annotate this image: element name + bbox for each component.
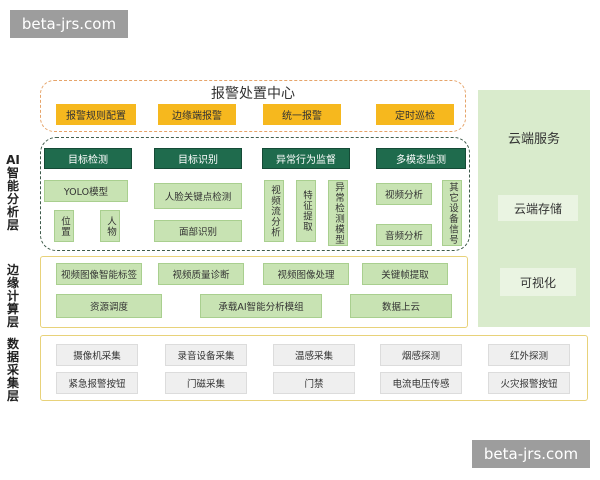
anomaly-detection-model-box: 异常检测模型 [328, 180, 348, 246]
video-smart-tag-box: 视频图像智能标签 [56, 263, 142, 285]
camera-collection-box: 摄像机采集 [56, 344, 138, 366]
object-detection-head: 目标检测 [44, 148, 132, 169]
audio-analysis-box: 音频分析 [376, 224, 432, 246]
other-device-signals-box: 其它设备信号 [442, 180, 462, 246]
watermark-top: beta-jrs.com [10, 10, 128, 38]
resource-scheduling-box: 资源调度 [56, 294, 162, 318]
emergency-alarm-button-box: 紧急报警按钮 [56, 372, 138, 394]
ai-module-box: 承载AI智能分析模组 [200, 294, 322, 318]
video-stream-analysis-box: 视频流分析 [264, 180, 284, 242]
current-voltage-sensor-box: 电流电压传感 [380, 372, 462, 394]
alarm-center-container [40, 80, 466, 132]
fire-alarm-button-box: 火灾报警按钮 [488, 372, 570, 394]
video-image-processing-box: 视频图像处理 [263, 263, 349, 285]
abnormal-behavior-head: 异常行为监督 [262, 148, 350, 169]
face-keypoint-box: 人脸关键点检测 [154, 183, 242, 209]
data-collection-container [40, 335, 588, 401]
person-box: 人物 [100, 210, 120, 242]
layer-label-edge: 边缘计算层 [6, 263, 19, 329]
video-quality-diagnosis-box: 视频质量诊断 [158, 263, 244, 285]
alarm-rule-config-button[interactable]: 报警规则配置 [56, 104, 136, 125]
unified-alarm-button[interactable]: 统一报警 [263, 104, 341, 125]
temperature-collection-box: 温感采集 [273, 344, 355, 366]
access-control-box: 门禁 [273, 372, 355, 394]
video-analysis-box: 视频分析 [376, 183, 432, 205]
face-recognition-box: 面部识别 [154, 220, 242, 242]
cloud-visualization: 可视化 [500, 268, 576, 296]
object-recognition-head: 目标识别 [154, 148, 242, 169]
data-upload-box: 数据上云 [350, 294, 452, 318]
cloud-service-title: 云端服务 [507, 132, 560, 147]
position-box: 位置 [54, 210, 74, 242]
infrared-detection-box: 红外探测 [488, 344, 570, 366]
cloud-storage: 云端存储 [498, 195, 578, 221]
ai-analysis-container [40, 137, 470, 251]
edge-computing-container [40, 256, 468, 328]
layer-label-data: 数据采集层 [6, 337, 19, 403]
watermark-bottom: beta-jrs.com [472, 440, 590, 468]
smoke-detection-box: 烟感探测 [380, 344, 462, 366]
yolo-model-box: YOLO模型 [44, 180, 128, 202]
alarm-center-title: 报警处置中心 [211, 86, 295, 102]
keyframe-extraction-box: 关键帧提取 [362, 263, 448, 285]
door-magnet-collection-box: 门磁采集 [165, 372, 247, 394]
feature-extraction-box: 特征提取 [296, 180, 316, 242]
multimodal-monitor-head: 多模态监测 [376, 148, 466, 169]
audio-device-collection-box: 录音设备采集 [165, 344, 247, 366]
edge-alarm-button[interactable]: 边缘端报警 [158, 104, 236, 125]
scheduled-inspection-button[interactable]: 定时巡检 [376, 104, 454, 125]
